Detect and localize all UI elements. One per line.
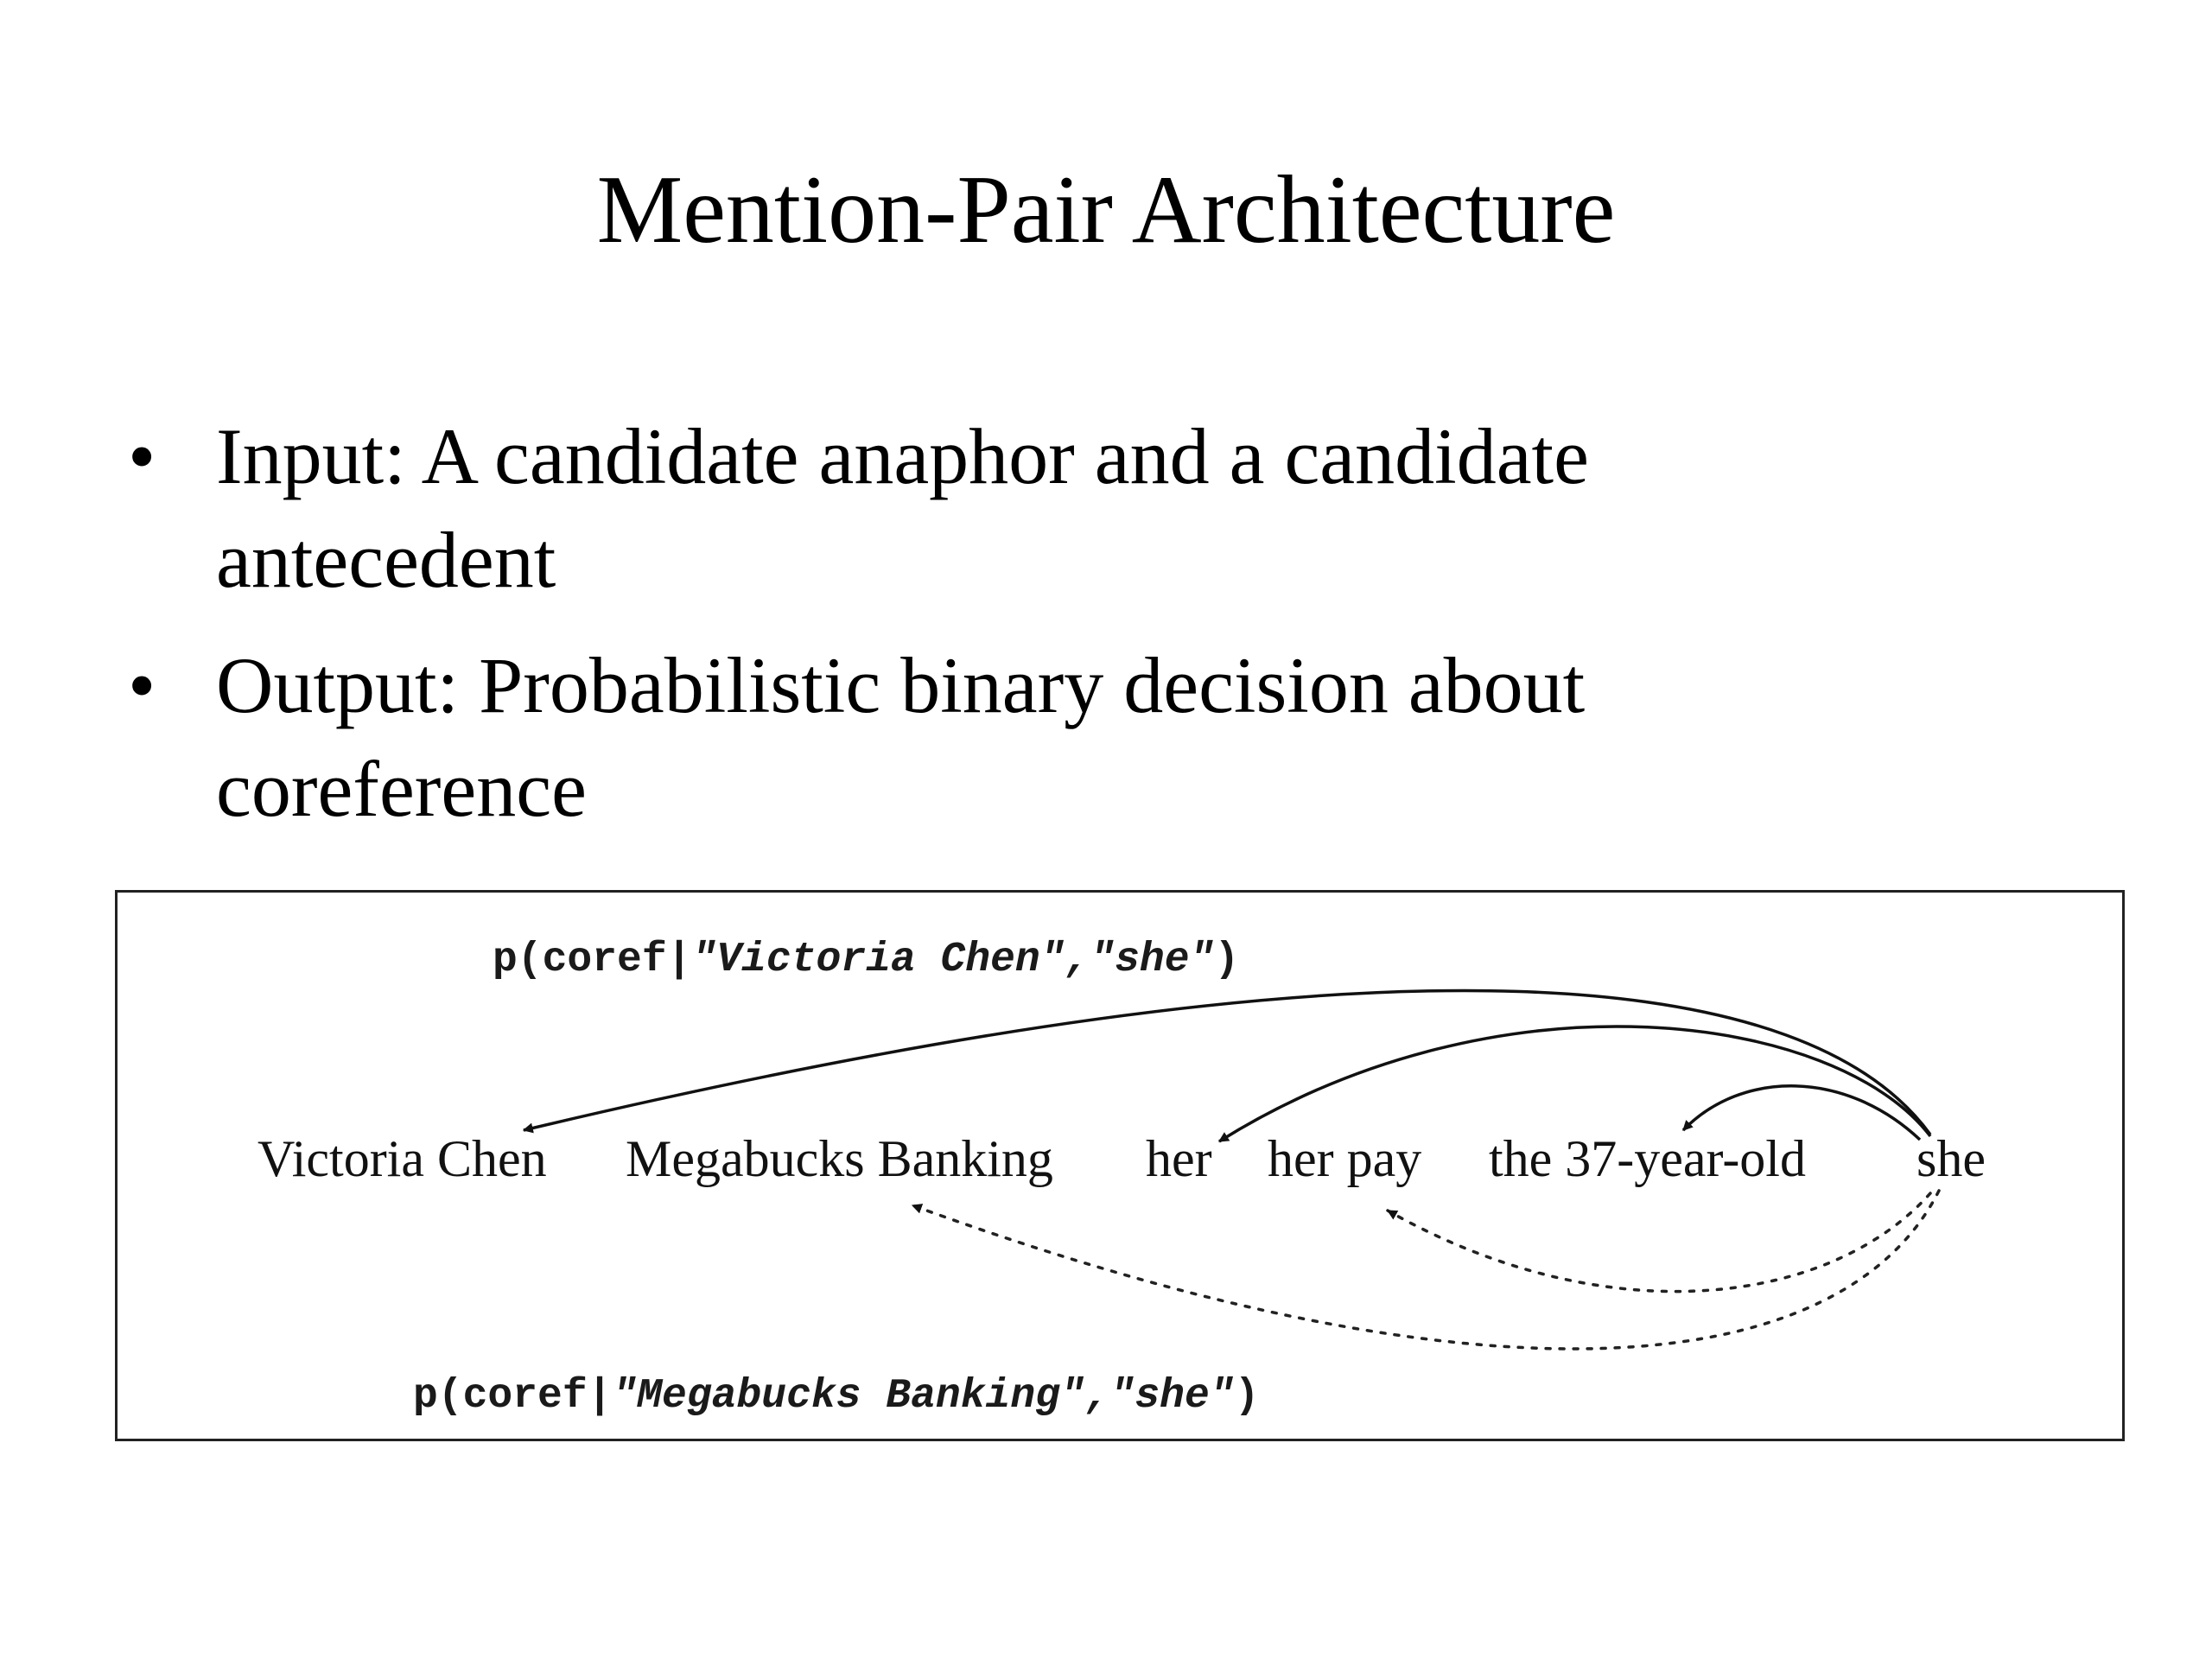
bottom-label-args: "Megabucks Banking","she" bbox=[612, 1373, 1234, 1420]
bullet-input-line2: antecedent bbox=[216, 516, 556, 604]
slide-title: Mention-Pair Architecture bbox=[596, 156, 1616, 264]
bottom-probability-label: p(coref|"Megabucks Banking","she") bbox=[413, 1373, 1259, 1420]
bullet-marker: • bbox=[128, 412, 156, 500]
mention-her-pay: her pay bbox=[1268, 1130, 1421, 1187]
arc-she-to-her-pay bbox=[1386, 1192, 1932, 1294]
bullet-input: • Input: A candidate anaphor and a candi… bbox=[128, 404, 1858, 612]
bottom-label-prefix: p(coref| bbox=[413, 1373, 612, 1420]
figure-canvas: p(coref|"Victoria Chen","she") Victoria … bbox=[257, 937, 1986, 1420]
bullet-output-line1: Output: Probabilistic binary decision ab… bbox=[216, 641, 1586, 729]
bullet-list: • Input: A candidate anaphor and a candi… bbox=[128, 404, 1858, 841]
bottom-label-suffix: ) bbox=[1235, 1373, 1260, 1420]
bullet-marker: • bbox=[128, 641, 156, 729]
mention-megabucks-banking: Megabucks Banking bbox=[626, 1130, 1053, 1187]
mention-she: she bbox=[1916, 1130, 1986, 1187]
bullet-input-line1: Input: A candidate anaphor and a candida… bbox=[216, 412, 1589, 500]
top-probability-label: p(coref|"Victoria Chen","she") bbox=[493, 937, 1239, 983]
top-label-suffix: ) bbox=[1214, 937, 1239, 983]
arc-she-to-her bbox=[1217, 1025, 1932, 1143]
mention-the-37-year-old: the 37-year-old bbox=[1489, 1130, 1806, 1187]
top-label-args: "Victoria Chen","she" bbox=[691, 937, 1214, 983]
mention-her: her bbox=[1146, 1130, 1212, 1187]
arc-she-to-megabucks-banking bbox=[911, 1189, 1941, 1351]
arc-she-to-victoria-chen bbox=[522, 988, 1932, 1136]
top-label-prefix: p(coref| bbox=[493, 937, 691, 983]
bullet-output: • Output: Probabilistic binary decision … bbox=[128, 633, 1858, 841]
mention-pair-figure: p(coref|"Victoria Chen","she") Victoria … bbox=[115, 890, 2125, 1441]
arc-she-to-the-37-year-old bbox=[1681, 1084, 1922, 1141]
mention-victoria-chen: Victoria Chen bbox=[257, 1130, 547, 1187]
bullet-output-line2: coreference bbox=[216, 745, 587, 833]
